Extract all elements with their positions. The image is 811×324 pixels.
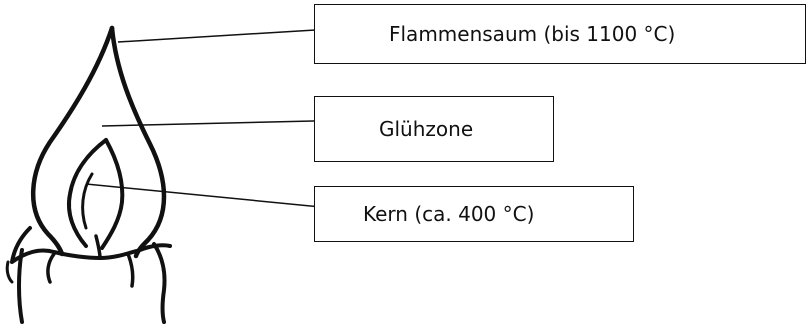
label-flammensaum: Flammensaum (bis 1100 °C) bbox=[389, 22, 676, 46]
candle-inner-right bbox=[126, 252, 135, 288]
leader-line-gluehzone bbox=[101, 119, 357, 127]
candle-inner-left bbox=[46, 252, 56, 284]
outer-flame-outline bbox=[30, 25, 115, 257]
inner-flame-stroke bbox=[81, 172, 94, 230]
candle-left-side bbox=[17, 248, 24, 324]
label-gluehzone: Glühzone bbox=[379, 117, 474, 141]
inner-flame-outline-right bbox=[100, 138, 125, 250]
inner-flame-outline bbox=[67, 138, 108, 248]
label-box-kern: Kern (ca. 400 °C) bbox=[314, 186, 634, 242]
outer-flame-outline-right bbox=[109, 25, 167, 259]
candle-drip bbox=[5, 260, 14, 284]
wick bbox=[94, 234, 102, 260]
candle-right-side bbox=[152, 242, 167, 324]
label-box-gluehzone: Glühzone bbox=[314, 96, 554, 162]
label-box-flammensaum: Flammensaum (bis 1100 °C) bbox=[314, 4, 806, 64]
candle-top-rim bbox=[10, 226, 172, 264]
label-kern: Kern (ca. 400 °C) bbox=[363, 202, 535, 226]
leader-line-flammensaum bbox=[117, 27, 349, 43]
